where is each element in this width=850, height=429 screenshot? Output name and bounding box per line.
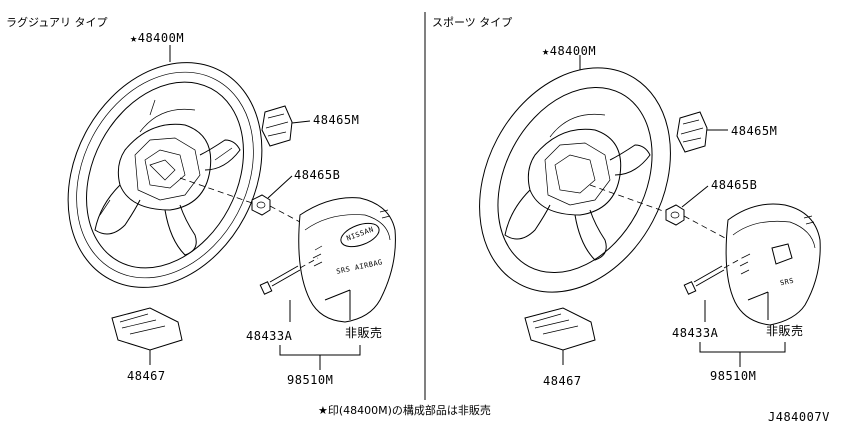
- right-nut-label: 48465B: [711, 178, 758, 192]
- left-bolt: [259, 257, 319, 295]
- right-steering-wheel: [479, 67, 671, 293]
- left-airbag-pad: [298, 197, 396, 323]
- right-not-sold-label: 非販売: [766, 324, 804, 338]
- right-bolt: [683, 257, 743, 295]
- right-bolt-label: 48433A: [672, 326, 719, 340]
- right-leaders: [579, 55, 786, 367]
- left-cover: [111, 307, 183, 365]
- footnote: ★印(48400M)の構成部品は非販売: [318, 404, 491, 417]
- right-cover: [524, 307, 596, 365]
- right-switch: [676, 111, 728, 153]
- right-airbag-pad: [725, 203, 821, 326]
- left-section-header: ラグジュアリ タイプ: [6, 16, 108, 29]
- left-switch-label: 48465M: [313, 113, 360, 127]
- left-steering-wheel: [67, 62, 263, 288]
- right-switch-label: 48465M: [731, 124, 778, 138]
- left-cover-label: 48467: [127, 369, 166, 383]
- right-section-header: スポーツ タイプ: [432, 16, 513, 29]
- left-nut: [179, 175, 301, 223]
- left-not-sold-label: 非販売: [345, 326, 383, 340]
- right-cover-label: 48467: [543, 374, 582, 388]
- left-leaders: [169, 45, 361, 370]
- right-nut: [589, 184, 726, 239]
- right-module-label: 98510M: [710, 369, 757, 383]
- left-module-label: 98510M: [287, 373, 334, 387]
- left-nut-label: 48465B: [294, 168, 341, 182]
- right-wheel-label: ★48400M: [542, 44, 597, 58]
- diagram-code: J484007V: [768, 410, 830, 424]
- left-switch: [261, 105, 311, 147]
- left-wheel-label: ★48400M: [130, 31, 185, 45]
- left-bolt-label: 48433A: [246, 329, 293, 343]
